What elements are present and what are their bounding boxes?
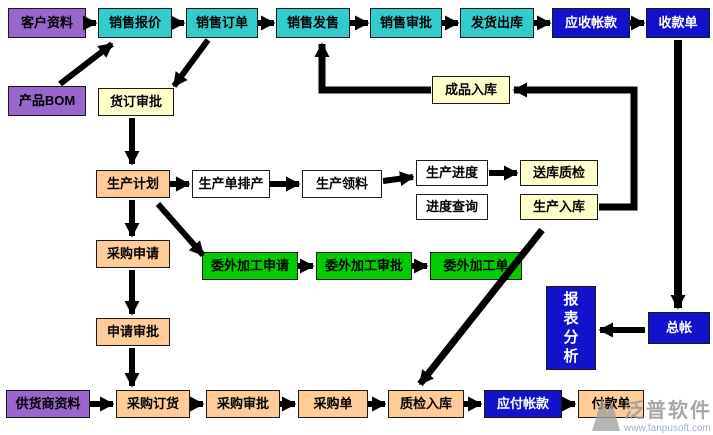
arrow-order-to-orderapproval [171,38,211,88]
purchase-request-node: 采购申请 [96,240,170,268]
purchase-ordering-node: 采购订货 [116,390,190,418]
arrow-picking-to-progress [382,171,415,187]
production-progress-node: 生产进度 [416,160,488,186]
arrow-finishedgoods-to-release [314,42,431,94]
watermark-text: 泛普软件 www.fanpusoft.com [624,394,712,434]
arrow-productionin-to-finishedgoods [512,82,638,211]
sales-quote-node: 销售报价 [98,8,172,38]
production-in-node: 生产入库 [520,194,598,220]
sales-order-node: 销售订单 [186,8,258,38]
supplier-data-node: 供货商资料 [6,390,90,418]
accounts-receivable-node: 应收帐款 [552,8,630,38]
watermark: 泛普软件 www.fanpusoft.com [591,394,712,434]
general-ledger-node: 总帐 [648,312,710,344]
sales-approval-node: 销售审批 [370,8,442,38]
receipt-node: 收款单 [646,8,710,38]
production-plan-node: 生产计划 [96,170,170,198]
progress-query-node: 进度查询 [416,194,488,220]
purchase-order-node: 采购单 [298,390,368,418]
order-approval-node: 货订审批 [98,88,174,116]
accounts-payable-node: 应付帐款 [484,390,562,418]
outsource-order-node: 委外加工单 [430,252,522,280]
fanpu-logo-icon [592,398,620,431]
finished-goods-in-node: 成品入库 [432,76,510,104]
outsource-approval-node: 委外加工审批 [316,252,412,280]
production-picking-node: 生产领料 [302,170,382,198]
qc-inbound-node: 质检入库 [388,390,464,418]
purchase-approval-node: 采购审批 [206,390,280,418]
qc-to-warehouse-node: 送库质检 [520,160,598,186]
report-analysis-node: 报 表 分 析 [546,286,596,370]
sales-release-node: 销售发售 [276,8,350,38]
arrow-bom-to-quote [58,41,114,87]
watermark-url: www.fanpusoft.com [624,423,711,434]
shipment-out-node: 发货出库 [460,8,534,38]
request-approval-node: 申请审批 [96,318,170,346]
customer-data-node: 客户资料 [8,8,86,38]
watermark-brand: 泛普软件 [624,400,712,422]
product-bom-node: 产品BOM [8,86,86,116]
production-scheduling-node: 生产单排产 [192,170,270,198]
outsource-request-node: 委外加工申请 [202,252,298,280]
